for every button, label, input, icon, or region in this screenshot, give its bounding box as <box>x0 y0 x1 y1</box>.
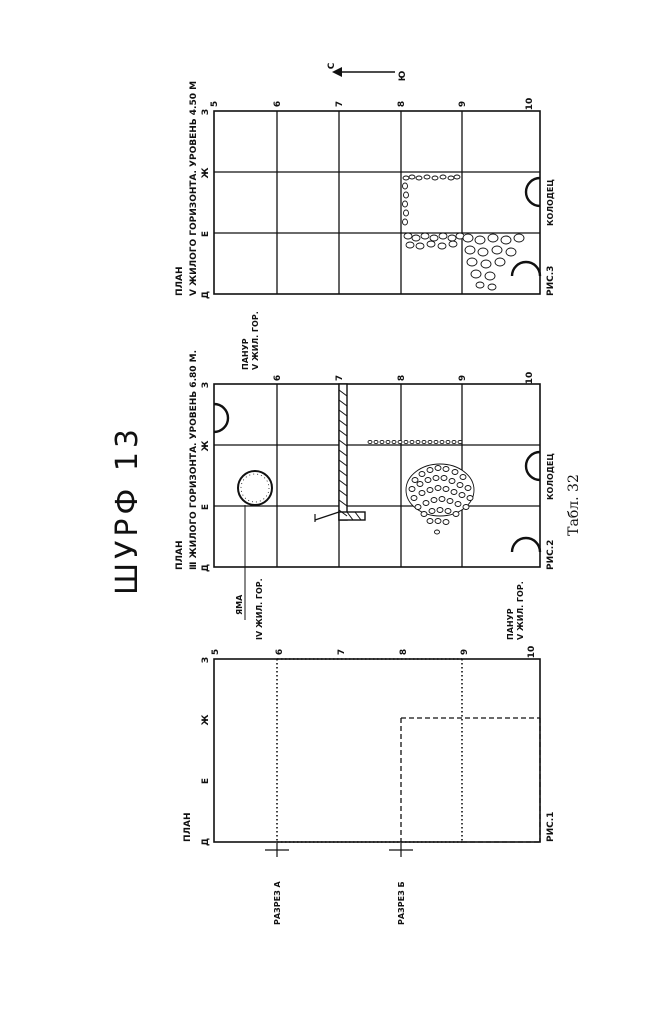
north-label: С <box>327 62 337 69</box>
pithos-top-label-2: V ЖИЛ. ГОР. <box>251 311 260 370</box>
col-number-9: 9 <box>458 375 468 381</box>
row-letter-d: Д <box>201 291 211 299</box>
plan-fig3: З Ж Е Д 5 6 7 8 9 10 ПЛАН Ⅴ ЖИЛОГО ГОРИЗ… <box>175 81 556 299</box>
plan-title-line2: Ⅲ ЖИЛОГО ГОРИЗОНТА. УРОВЕНЬ 6.80 М. <box>189 350 199 570</box>
col-number-6: 6 <box>275 649 285 655</box>
well-label: КОЛОДЕЦ <box>546 179 555 226</box>
section-marker-b <box>389 843 413 857</box>
col-number-10: 10 <box>525 98 535 111</box>
pithos-fig3 <box>510 260 542 277</box>
pit-label-1: ЯМА <box>235 594 244 615</box>
col-number-9: 9 <box>458 101 468 107</box>
col-number-8: 8 <box>397 375 407 381</box>
stone-cluster-fig2 <box>405 463 475 535</box>
col-number-6: 6 <box>273 375 283 381</box>
plan-title: ПЛАН <box>183 812 193 842</box>
section-label-a: РАЗРЕЗ А <box>273 880 282 925</box>
pit-label-2: IV ЖИЛ. ГОР. <box>255 578 264 640</box>
fig-label: РИС.3 <box>546 266 556 296</box>
col-number-10: 10 <box>525 372 535 385</box>
col-number-7: 7 <box>337 649 347 655</box>
table-number: Табл. 32 <box>566 474 582 536</box>
stone-row-fig2 <box>367 439 463 445</box>
row-letter-e: Е <box>201 778 211 784</box>
pithos-top-label-1: ПАНУР <box>241 338 250 370</box>
row-letter-e: Е <box>201 504 211 510</box>
plan-title-line1: ПЛАН <box>175 540 185 570</box>
col-number-8: 8 <box>397 101 407 107</box>
pithos-bottom-label-2: V ЖИЛ. ГОР. <box>516 581 525 640</box>
plan-fig1: З Ж Е Д 5 6 7 8 9 10 ПЛАН РИС.1 РАЗРЕЗ А… <box>183 646 556 925</box>
col-number-8: 8 <box>399 649 409 655</box>
row-letter-zh: Ж <box>201 440 211 451</box>
well-fig2 <box>524 450 541 482</box>
stone-wall-fig3 <box>402 174 525 291</box>
plan-title-line1: ПЛАН <box>175 266 185 296</box>
row-letter-d: Д <box>201 564 211 572</box>
pithos-top-fig2 <box>213 402 230 434</box>
plan-title-line2: Ⅴ ЖИЛОГО ГОРИЗОНТА. УРОВЕНЬ 4.50 М <box>189 81 199 296</box>
south-label: Ю <box>398 70 408 81</box>
row-letter-e: Е <box>201 231 211 237</box>
row-letter-z: З <box>201 657 211 663</box>
fig-label: РИС.2 <box>546 540 556 570</box>
pithos-bottom-label-1: ПАНУР <box>506 608 515 640</box>
col-number-6: 6 <box>273 101 283 107</box>
well-fig3 <box>524 176 541 208</box>
col-number-7: 7 <box>335 101 345 107</box>
col-number-10: 10 <box>527 646 537 659</box>
drawing-title: ШУРФ 13 <box>110 425 145 595</box>
row-letter-zh: Ж <box>201 167 211 178</box>
row-letter-z: З <box>201 109 211 115</box>
section-label-b: РАЗРЕЗ Б <box>397 881 406 925</box>
col-number-5: 5 <box>211 649 221 655</box>
wall-fig2 <box>314 383 366 522</box>
north-arrow: С Ю <box>327 62 408 81</box>
row-letter-d: Д <box>201 838 211 846</box>
plan-fig2: З Ж Е Д 6 7 8 9 10 ПЛАН Ⅲ ЖИЛОГО ГОРИЗОН… <box>175 311 556 640</box>
col-number-7: 7 <box>335 375 345 381</box>
section-marker-a <box>265 843 289 857</box>
row-letter-z: З <box>201 382 211 388</box>
pit-fig2 <box>237 470 273 620</box>
row-letter-zh: Ж <box>201 714 211 725</box>
well-label: КОЛОДЕЦ <box>546 453 555 500</box>
col-number-9: 9 <box>460 649 470 655</box>
fig-label: РИС.1 <box>546 812 556 842</box>
col-number-5: 5 <box>210 101 220 107</box>
pithos-bottom-fig2 <box>510 536 542 553</box>
